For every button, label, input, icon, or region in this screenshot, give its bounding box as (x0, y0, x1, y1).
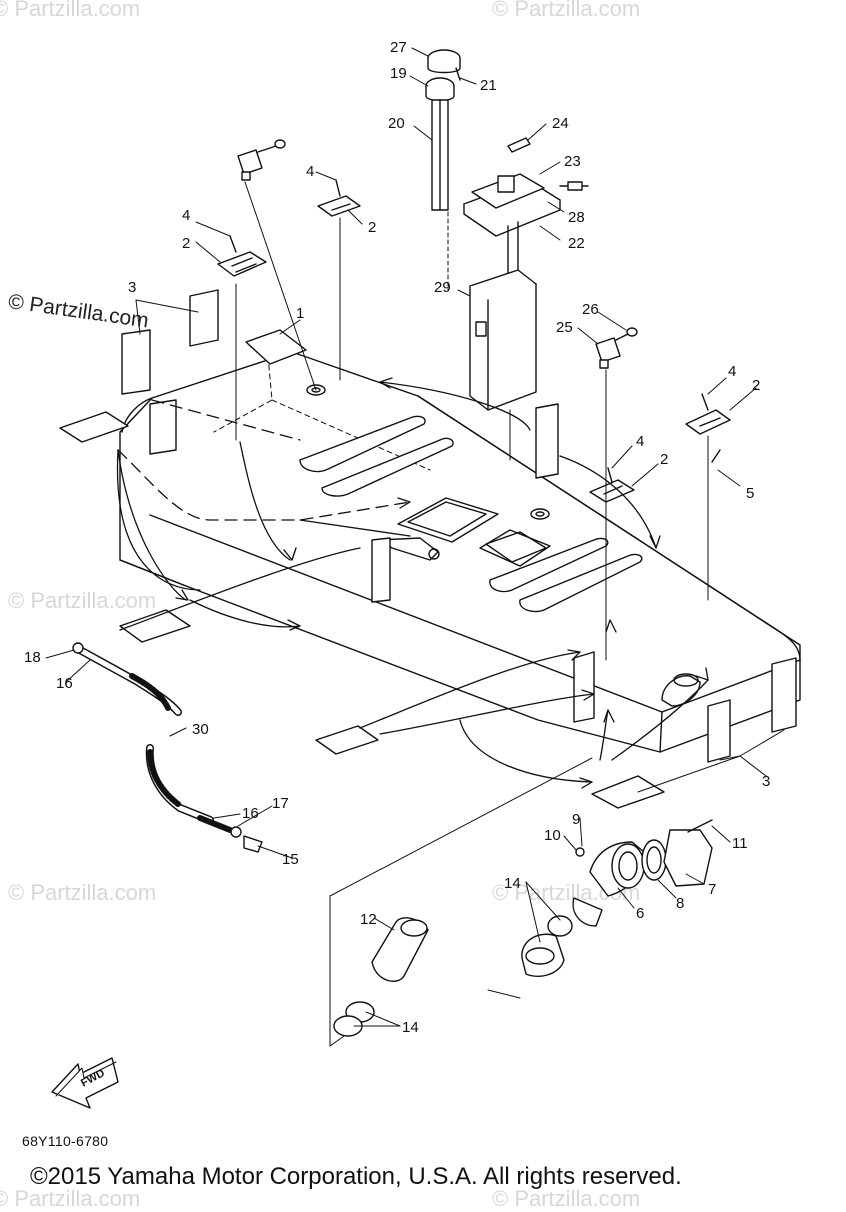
callout-16: 16 (56, 675, 73, 692)
callout-1: 1 (296, 305, 305, 322)
copyright-notice: ©2015 Yamaha Motor Corporation, U.S.A. A… (30, 1163, 682, 1190)
callout-3: 3 (762, 773, 771, 790)
callout-4: 4 (306, 163, 315, 180)
callout-25: 25 (556, 319, 573, 336)
fuel-hose (72, 642, 263, 853)
watermark: © Partzilla.com (492, 0, 641, 21)
fwd-arrow-icon (51, 1057, 119, 1109)
diagram-part-code: 68Y110-6780 (22, 1133, 109, 1149)
callout-5: 5 (746, 485, 755, 502)
fuel-sender-assembly (425, 49, 589, 411)
callout-29: 29 (434, 279, 451, 296)
filler-neck-parts (333, 819, 713, 1037)
callout-26: 26 (582, 301, 599, 318)
watermark: © Partzilla.com (8, 880, 157, 905)
callout-7: 7 (708, 881, 717, 898)
fuel-tank-body (119, 351, 801, 753)
callout-9: 9 (572, 811, 581, 828)
callout-2: 2 (182, 235, 191, 252)
callout-15: 15 (282, 851, 299, 868)
callout-27: 27 (390, 39, 407, 56)
callout-3: 3 (128, 279, 137, 296)
callout-28: 28 (568, 209, 585, 226)
callout-4: 4 (636, 433, 645, 450)
rubber-pads (59, 289, 797, 809)
callout-22: 22 (568, 235, 585, 252)
callout-2: 2 (368, 219, 377, 236)
callout-17: 17 (272, 795, 289, 812)
callout-21: 21 (480, 77, 497, 94)
callout-leaders (45, 47, 785, 1027)
callout-2: 2 (752, 377, 761, 394)
callout-8: 8 (676, 895, 685, 912)
callout-6: 6 (636, 905, 645, 922)
watermark: © Partzilla.com (8, 588, 157, 613)
callout-2: 2 (660, 451, 669, 468)
callout-23: 23 (564, 153, 581, 170)
callout-24: 24 (552, 115, 569, 132)
callout-10: 10 (544, 827, 561, 844)
callout-12: 12 (360, 911, 377, 928)
tank-brackets (217, 179, 731, 503)
callout-14: 14 (504, 875, 521, 892)
callout-14: 14 (402, 1019, 419, 1036)
assembly-arrows (116, 181, 709, 1047)
callout-19: 19 (390, 65, 407, 82)
callout-18: 18 (24, 649, 41, 666)
watermark: © Partzilla.com (0, 0, 141, 21)
callout-16: 16 (242, 805, 259, 822)
callout-11: 11 (732, 835, 748, 852)
callout-20: 20 (388, 115, 405, 132)
fittings (237, 139, 638, 369)
callout-30: 30 (192, 721, 209, 738)
callout-4: 4 (728, 363, 737, 380)
callout-4: 4 (182, 207, 191, 224)
